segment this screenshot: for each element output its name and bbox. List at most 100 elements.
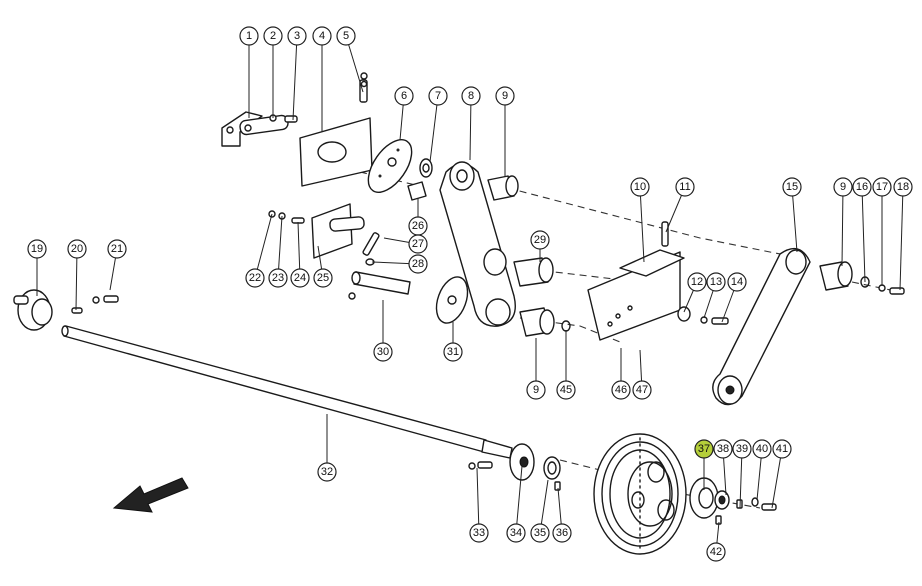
callout-number: 39	[736, 443, 748, 455]
callout-number: 9	[840, 181, 846, 193]
callout-leader-34	[515, 465, 523, 534]
callout-circle	[408, 254, 428, 274]
callout-number: 45	[560, 384, 572, 396]
callout-6: 6	[394, 86, 414, 106]
callout-leader-8	[469, 95, 472, 161]
callout-number: 29	[534, 234, 546, 246]
callout-17: 17	[872, 177, 892, 197]
callout-circle	[552, 523, 572, 543]
callout-circle	[461, 86, 481, 106]
callout-circle	[852, 177, 872, 197]
callout-47: 47	[632, 380, 652, 400]
callout-circle	[893, 177, 913, 197]
callout-circle	[373, 342, 393, 362]
callout-circle	[611, 380, 631, 400]
callout-number: 1	[246, 30, 252, 42]
callout-number: 41	[776, 443, 788, 455]
callout-number: 24	[294, 272, 306, 284]
callout-5: 5	[336, 26, 356, 46]
callout-circle	[469, 523, 489, 543]
callout-leader-15	[791, 186, 798, 253]
callout-36: 36	[552, 523, 572, 543]
callout-circle	[872, 177, 892, 197]
callout-number: 11	[679, 181, 690, 193]
callout-number: 28	[412, 258, 424, 270]
callout-circle	[239, 26, 259, 46]
callout-circle	[394, 86, 414, 106]
callout-9: 9	[833, 177, 853, 197]
callout-circle	[556, 380, 576, 400]
callout-24: 24	[290, 268, 310, 288]
callout-circle	[245, 268, 265, 288]
callout-45: 45	[556, 380, 576, 400]
callout-circle	[706, 272, 726, 292]
callout-number: 16	[856, 181, 868, 193]
callout-18: 18	[893, 177, 913, 197]
plate-part-10	[587, 221, 685, 341]
callout-circle	[630, 177, 650, 197]
callout-circle	[313, 268, 333, 288]
callout-leader-5	[345, 35, 364, 93]
callout-34: 34	[506, 523, 526, 543]
callout-39: 39	[732, 439, 752, 459]
callout-circle	[443, 342, 463, 362]
callout-number: 7	[435, 90, 441, 102]
callout-circle	[268, 268, 288, 288]
callout-31: 31	[443, 342, 463, 362]
hardware-12-14	[677, 306, 729, 325]
callout-16: 16	[852, 177, 872, 197]
callout-leader-16	[861, 186, 866, 283]
callout-number: 22	[249, 272, 261, 284]
callout-22: 22	[245, 268, 265, 288]
callout-circle	[694, 439, 714, 459]
callout-19: 19	[27, 239, 47, 259]
callout-37: 37	[694, 439, 714, 459]
bearing-parts-33-36	[468, 443, 561, 491]
callout-number: 10	[634, 181, 646, 193]
callout-circle	[317, 462, 337, 482]
callout-10: 10	[630, 177, 650, 197]
callout-12: 12	[687, 272, 707, 292]
callout-11: 11	[675, 177, 695, 197]
callout-number: 17	[876, 181, 888, 193]
callout-number: 40	[756, 443, 768, 455]
callout-25: 25	[313, 268, 333, 288]
callout-leader-41	[771, 448, 783, 509]
callout-leader-39	[739, 448, 743, 509]
callout-number: 46	[615, 384, 627, 396]
callout-23: 23	[268, 268, 288, 288]
callout-circle	[530, 523, 550, 543]
pulley-wheel	[593, 433, 687, 555]
callout-leader-3	[292, 35, 298, 121]
callout-number: 27	[412, 238, 424, 250]
callout-number: 37	[698, 443, 710, 455]
callout-circle	[67, 239, 87, 259]
callout-circle	[408, 234, 428, 254]
callout-number: 8	[468, 90, 474, 102]
callout-32: 32	[317, 462, 337, 482]
callout-7: 7	[428, 86, 448, 106]
callout-circle	[287, 26, 307, 46]
callout-number: 31	[447, 346, 459, 358]
callout-21: 21	[107, 239, 127, 259]
direction-arrow-icon	[112, 477, 189, 513]
callout-circle	[752, 439, 772, 459]
callout-number: 15	[786, 181, 798, 193]
callout-number: 4	[319, 30, 325, 42]
callout-15: 15	[782, 177, 802, 197]
callout-3: 3	[287, 26, 307, 46]
callout-circle	[526, 380, 546, 400]
callout-38: 38	[713, 439, 733, 459]
callout-9: 9	[495, 86, 515, 106]
washer-part-7	[419, 158, 433, 178]
callout-circle	[27, 239, 47, 259]
callout-circle	[428, 86, 448, 106]
callout-26: 26	[408, 216, 428, 236]
callout-leader-20	[75, 248, 78, 311]
callout-circle	[772, 439, 792, 459]
callout-circle	[732, 439, 752, 459]
callout-40: 40	[752, 439, 772, 459]
callout-leader-7	[429, 95, 439, 163]
